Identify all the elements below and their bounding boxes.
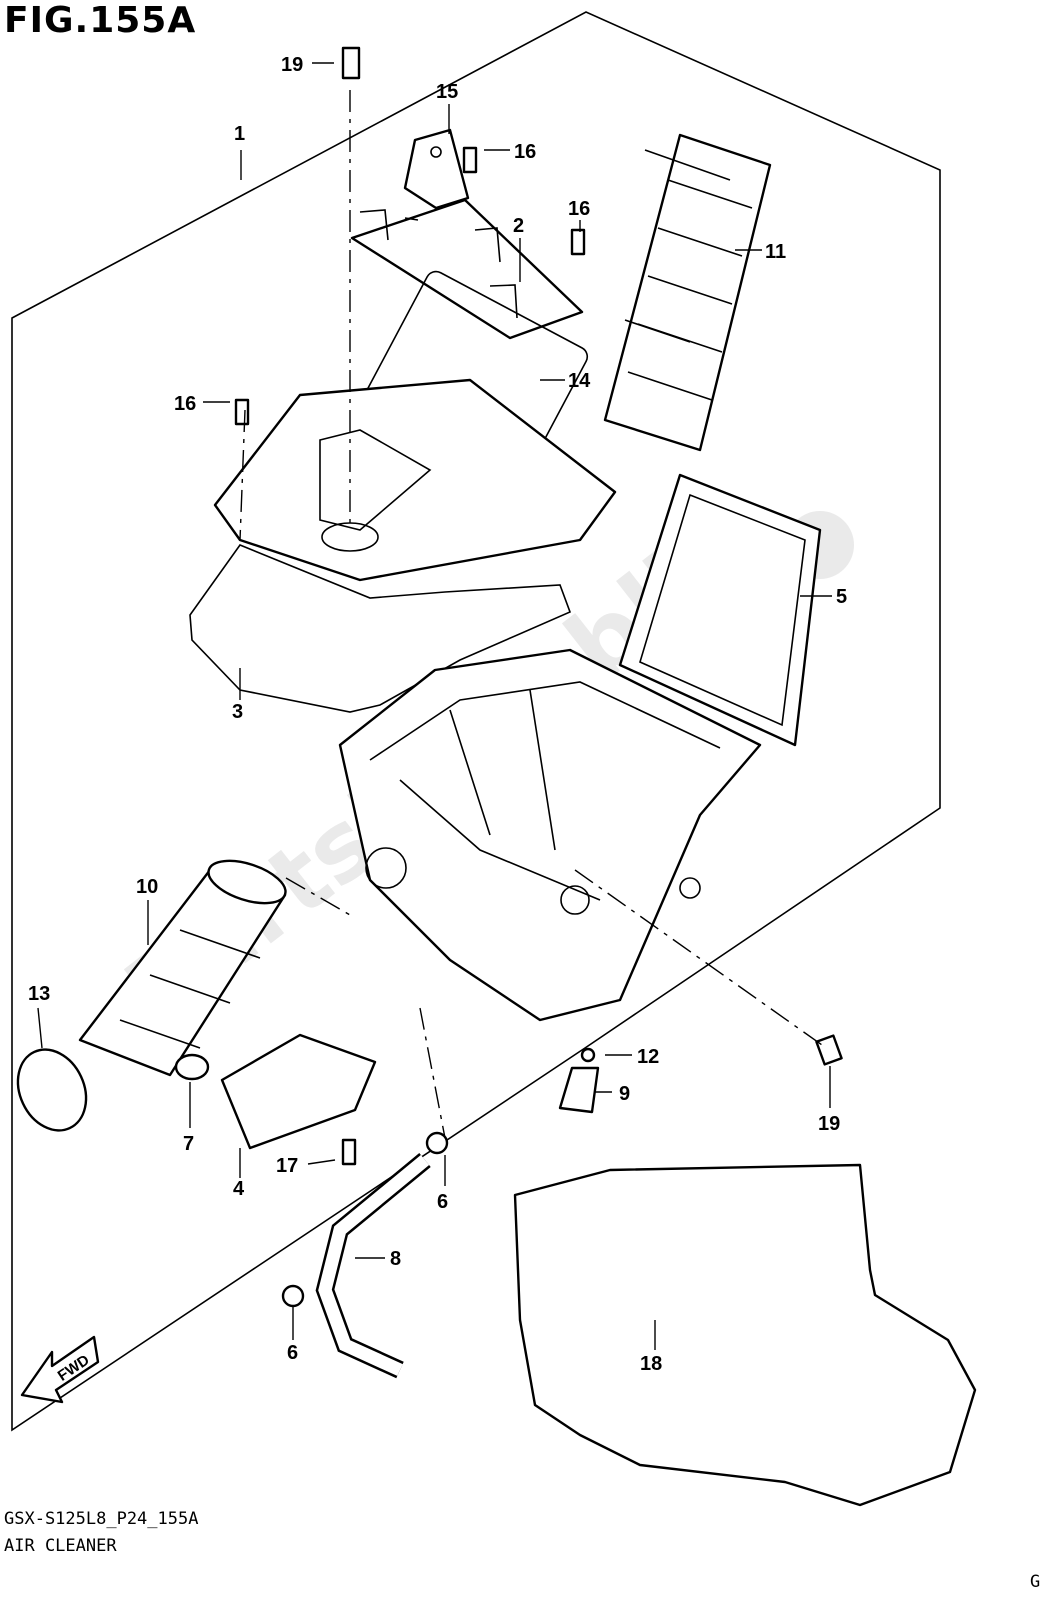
assembly-outline (11, 11, 941, 1432)
part-6a-clamp[interactable] (425, 1131, 449, 1155)
bolt-icon (341, 1138, 357, 1166)
part-3-gasket[interactable] (189, 544, 572, 713)
callout-19a: 19 (281, 54, 303, 76)
part-13-clamp[interactable] (5, 1038, 99, 1141)
callout-16b: 16 (568, 198, 590, 220)
callout-4: 4 (233, 1178, 245, 1200)
bolt-icons (234, 46, 843, 1166)
part-11-intake-duct[interactable] (603, 133, 772, 452)
callout-3: 3 (232, 701, 243, 723)
callout-18: 18 (640, 1353, 662, 1375)
figure-title: FIG.155A (4, 0, 197, 41)
callout-2: 2 (513, 215, 524, 237)
part-9-drain-cap[interactable] (558, 1066, 600, 1114)
callout-11: 11 (765, 241, 786, 263)
callout-12: 12 (637, 1046, 659, 1068)
part-lower-case[interactable] (338, 648, 762, 1022)
callout-16a: 16 (514, 141, 536, 163)
bolt-icon (815, 1034, 843, 1066)
callout-14: 14 (568, 370, 591, 392)
bolt-icon (570, 228, 586, 256)
callout-17: 17 (276, 1155, 298, 1177)
figure-code: GSX-S125L8_P24_155A (4, 1509, 199, 1529)
callout-16c: 16 (174, 393, 196, 415)
corner-mark: G (1030, 1572, 1041, 1592)
part-12-screw[interactable] (580, 1047, 596, 1063)
callouts: 1 2 3 4 5 6 6 7 8 9 10 11 12 13 14 15 16… (28, 54, 847, 1375)
assembly-line (419, 1007, 446, 1139)
part-18-heat-shield[interactable] (513, 1163, 977, 1507)
callout-1: 1 (234, 123, 245, 145)
part-6b-clamp[interactable] (281, 1284, 305, 1308)
part-4-resonator[interactable] (220, 1033, 377, 1150)
callout-7: 7 (183, 1133, 194, 1155)
assembly-line (239, 409, 246, 541)
bolt-icon (341, 46, 361, 80)
assembly-line (285, 877, 351, 916)
part-upper-case[interactable] (213, 378, 617, 582)
leader-lines (37, 62, 832, 1350)
part-5-filter-element[interactable] (618, 473, 822, 747)
part-2-cover-top[interactable] (350, 198, 584, 340)
bolt-icon (462, 146, 478, 174)
fwd-arrow-icon: FWD (20, 1335, 100, 1404)
callout-9: 9 (619, 1083, 630, 1105)
callout-5: 5 (836, 586, 847, 608)
callout-8: 8 (390, 1248, 401, 1270)
assembly-line (574, 869, 823, 1046)
part-10-inlet-tube[interactable] (78, 853, 291, 1077)
callout-6b: 6 (287, 1342, 298, 1364)
figure-name: AIR CLEANER (4, 1536, 117, 1556)
part-15-bracket[interactable] (403, 128, 470, 210)
callout-6a: 6 (437, 1191, 448, 1213)
callout-10: 10 (136, 876, 158, 898)
bolt-icon (234, 398, 250, 426)
callout-15: 15 (436, 81, 458, 103)
part-7-clip[interactable] (174, 1053, 210, 1081)
callout-13: 13 (28, 983, 50, 1005)
callout-19b: 19 (818, 1113, 840, 1135)
